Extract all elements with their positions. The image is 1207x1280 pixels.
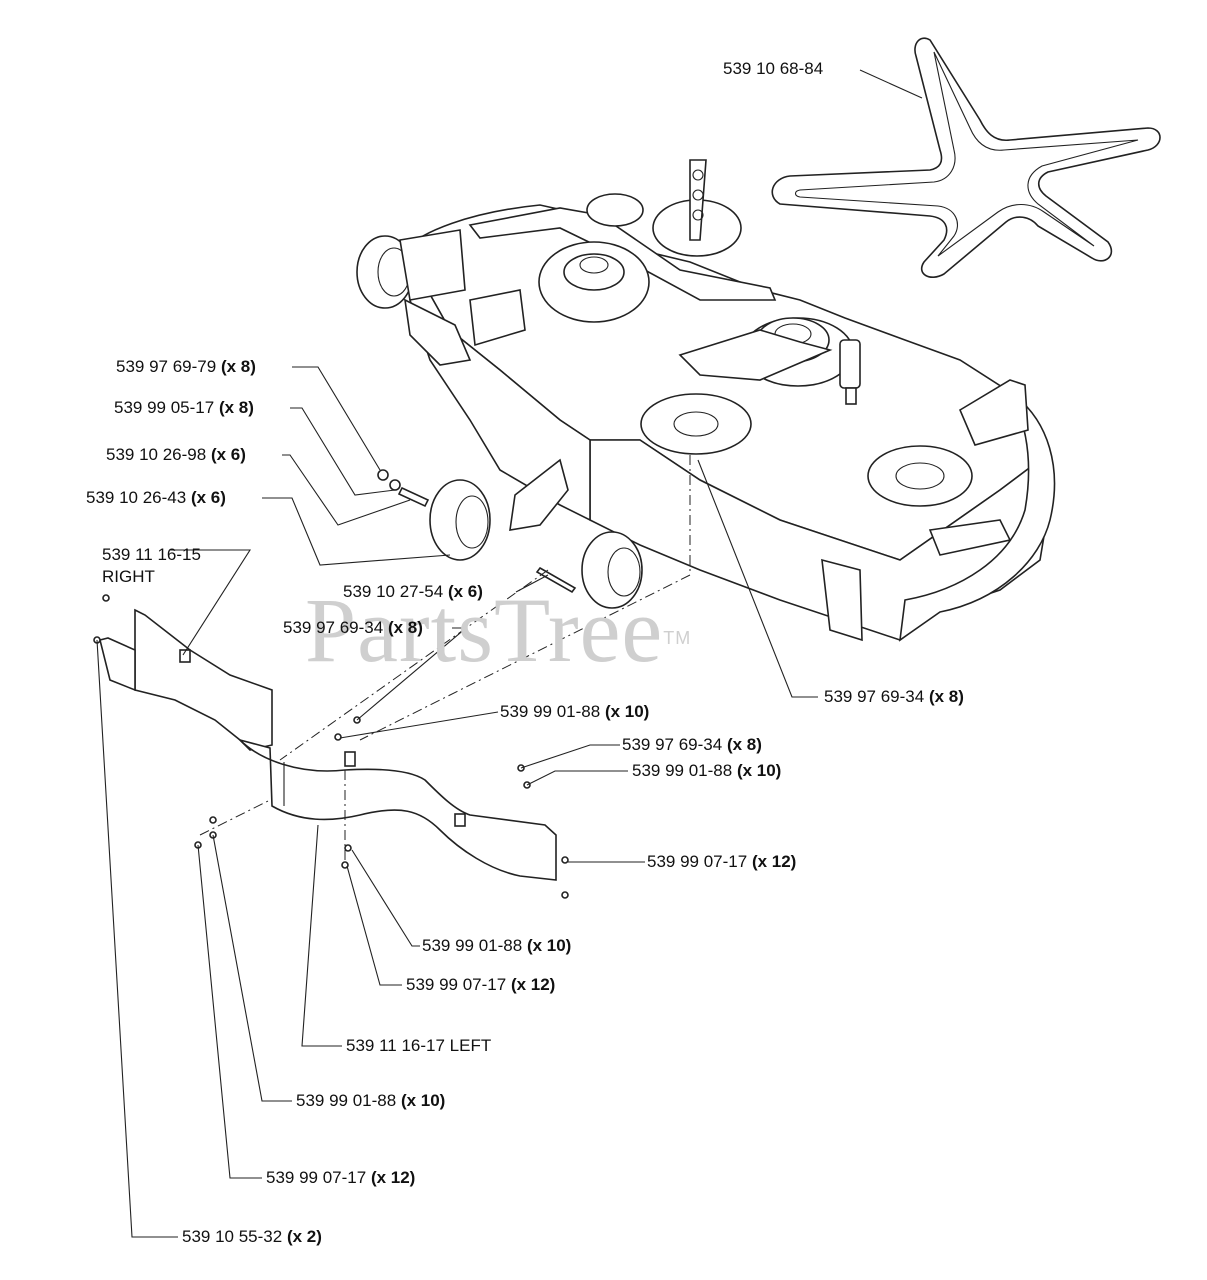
leader-l1 [292, 366, 381, 471]
label-l1[interactable]: 539 97 69-79 (x 8) [116, 357, 256, 376]
label-l8[interactable]: 539 97 69-34 (x 8) [824, 687, 964, 706]
leader-l3 [282, 454, 411, 526]
anti-scalp-wheel-left[interactable] [429, 458, 569, 561]
leader-l8 [697, 459, 818, 698]
label-l15[interactable]: 539 11 16-17 LEFT [346, 1036, 492, 1055]
label-belt[interactable]: 539 10 68-84 [723, 59, 824, 78]
label-l3[interactable]: 539 10 26-98 (x 6) [106, 445, 246, 464]
mower-deck[interactable] [403, 199, 1056, 642]
drive-belt[interactable] [771, 37, 1161, 278]
leader-l2 [290, 407, 396, 496]
label-l2[interactable]: 539 99 05-17 (x 8) [114, 398, 254, 417]
rear-wheel[interactable] [586, 193, 644, 227]
leader-belt [859, 69, 923, 99]
baffle-hardware[interactable] [93, 594, 569, 899]
label-l9[interactable]: 539 99 01-88 (x 10) [500, 702, 650, 721]
leader-l16 [212, 834, 292, 1102]
baffle-right[interactable] [99, 608, 273, 751]
leader-l4 [262, 497, 451, 566]
label-l16[interactable]: 539 99 01-88 (x 10) [296, 1091, 446, 1110]
label-l4[interactable]: 539 10 26-43 (x 6) [86, 488, 226, 507]
leader-l10 [520, 744, 620, 769]
label-l17[interactable]: 539 99 07-17 (x 12) [266, 1168, 416, 1187]
leader-l7 [356, 627, 468, 721]
label-l18[interactable]: 539 10 55-32 (x 2) [182, 1227, 322, 1246]
lift-linkage[interactable] [689, 159, 707, 241]
label-l12[interactable]: 539 99 07-17 (x 12) [647, 852, 797, 871]
baffle-left[interactable] [237, 738, 557, 881]
anti-scalp-wheel-rear[interactable] [356, 229, 466, 309]
leader-l5 [170, 549, 252, 656]
leader-l6 [515, 574, 549, 593]
leader-l9 [339, 711, 499, 739]
leader-l15 [301, 824, 342, 1047]
leader-l11 [526, 770, 628, 786]
label-l6[interactable]: 539 10 27-54 (x 6) [343, 582, 483, 601]
leader-l18 [96, 639, 178, 1238]
wheel-hardware[interactable] [377, 469, 577, 594]
label-l7[interactable]: 539 97 69-34 (x 8) [283, 618, 423, 637]
leader-l17 [197, 844, 262, 1179]
label-l11[interactable]: 539 99 01-88 (x 10) [632, 761, 782, 780]
watermark: PartsTreeTM [305, 579, 692, 681]
leader-l14 [346, 865, 402, 986]
label-l14[interactable]: 539 99 07-17 (x 12) [406, 975, 556, 994]
leader-l13 [351, 849, 420, 947]
label-l13[interactable]: 539 99 01-88 (x 10) [422, 936, 572, 955]
anti-scalp-wheel-front[interactable] [581, 531, 643, 609]
label-l10[interactable]: 539 97 69-34 (x 8) [622, 735, 762, 754]
